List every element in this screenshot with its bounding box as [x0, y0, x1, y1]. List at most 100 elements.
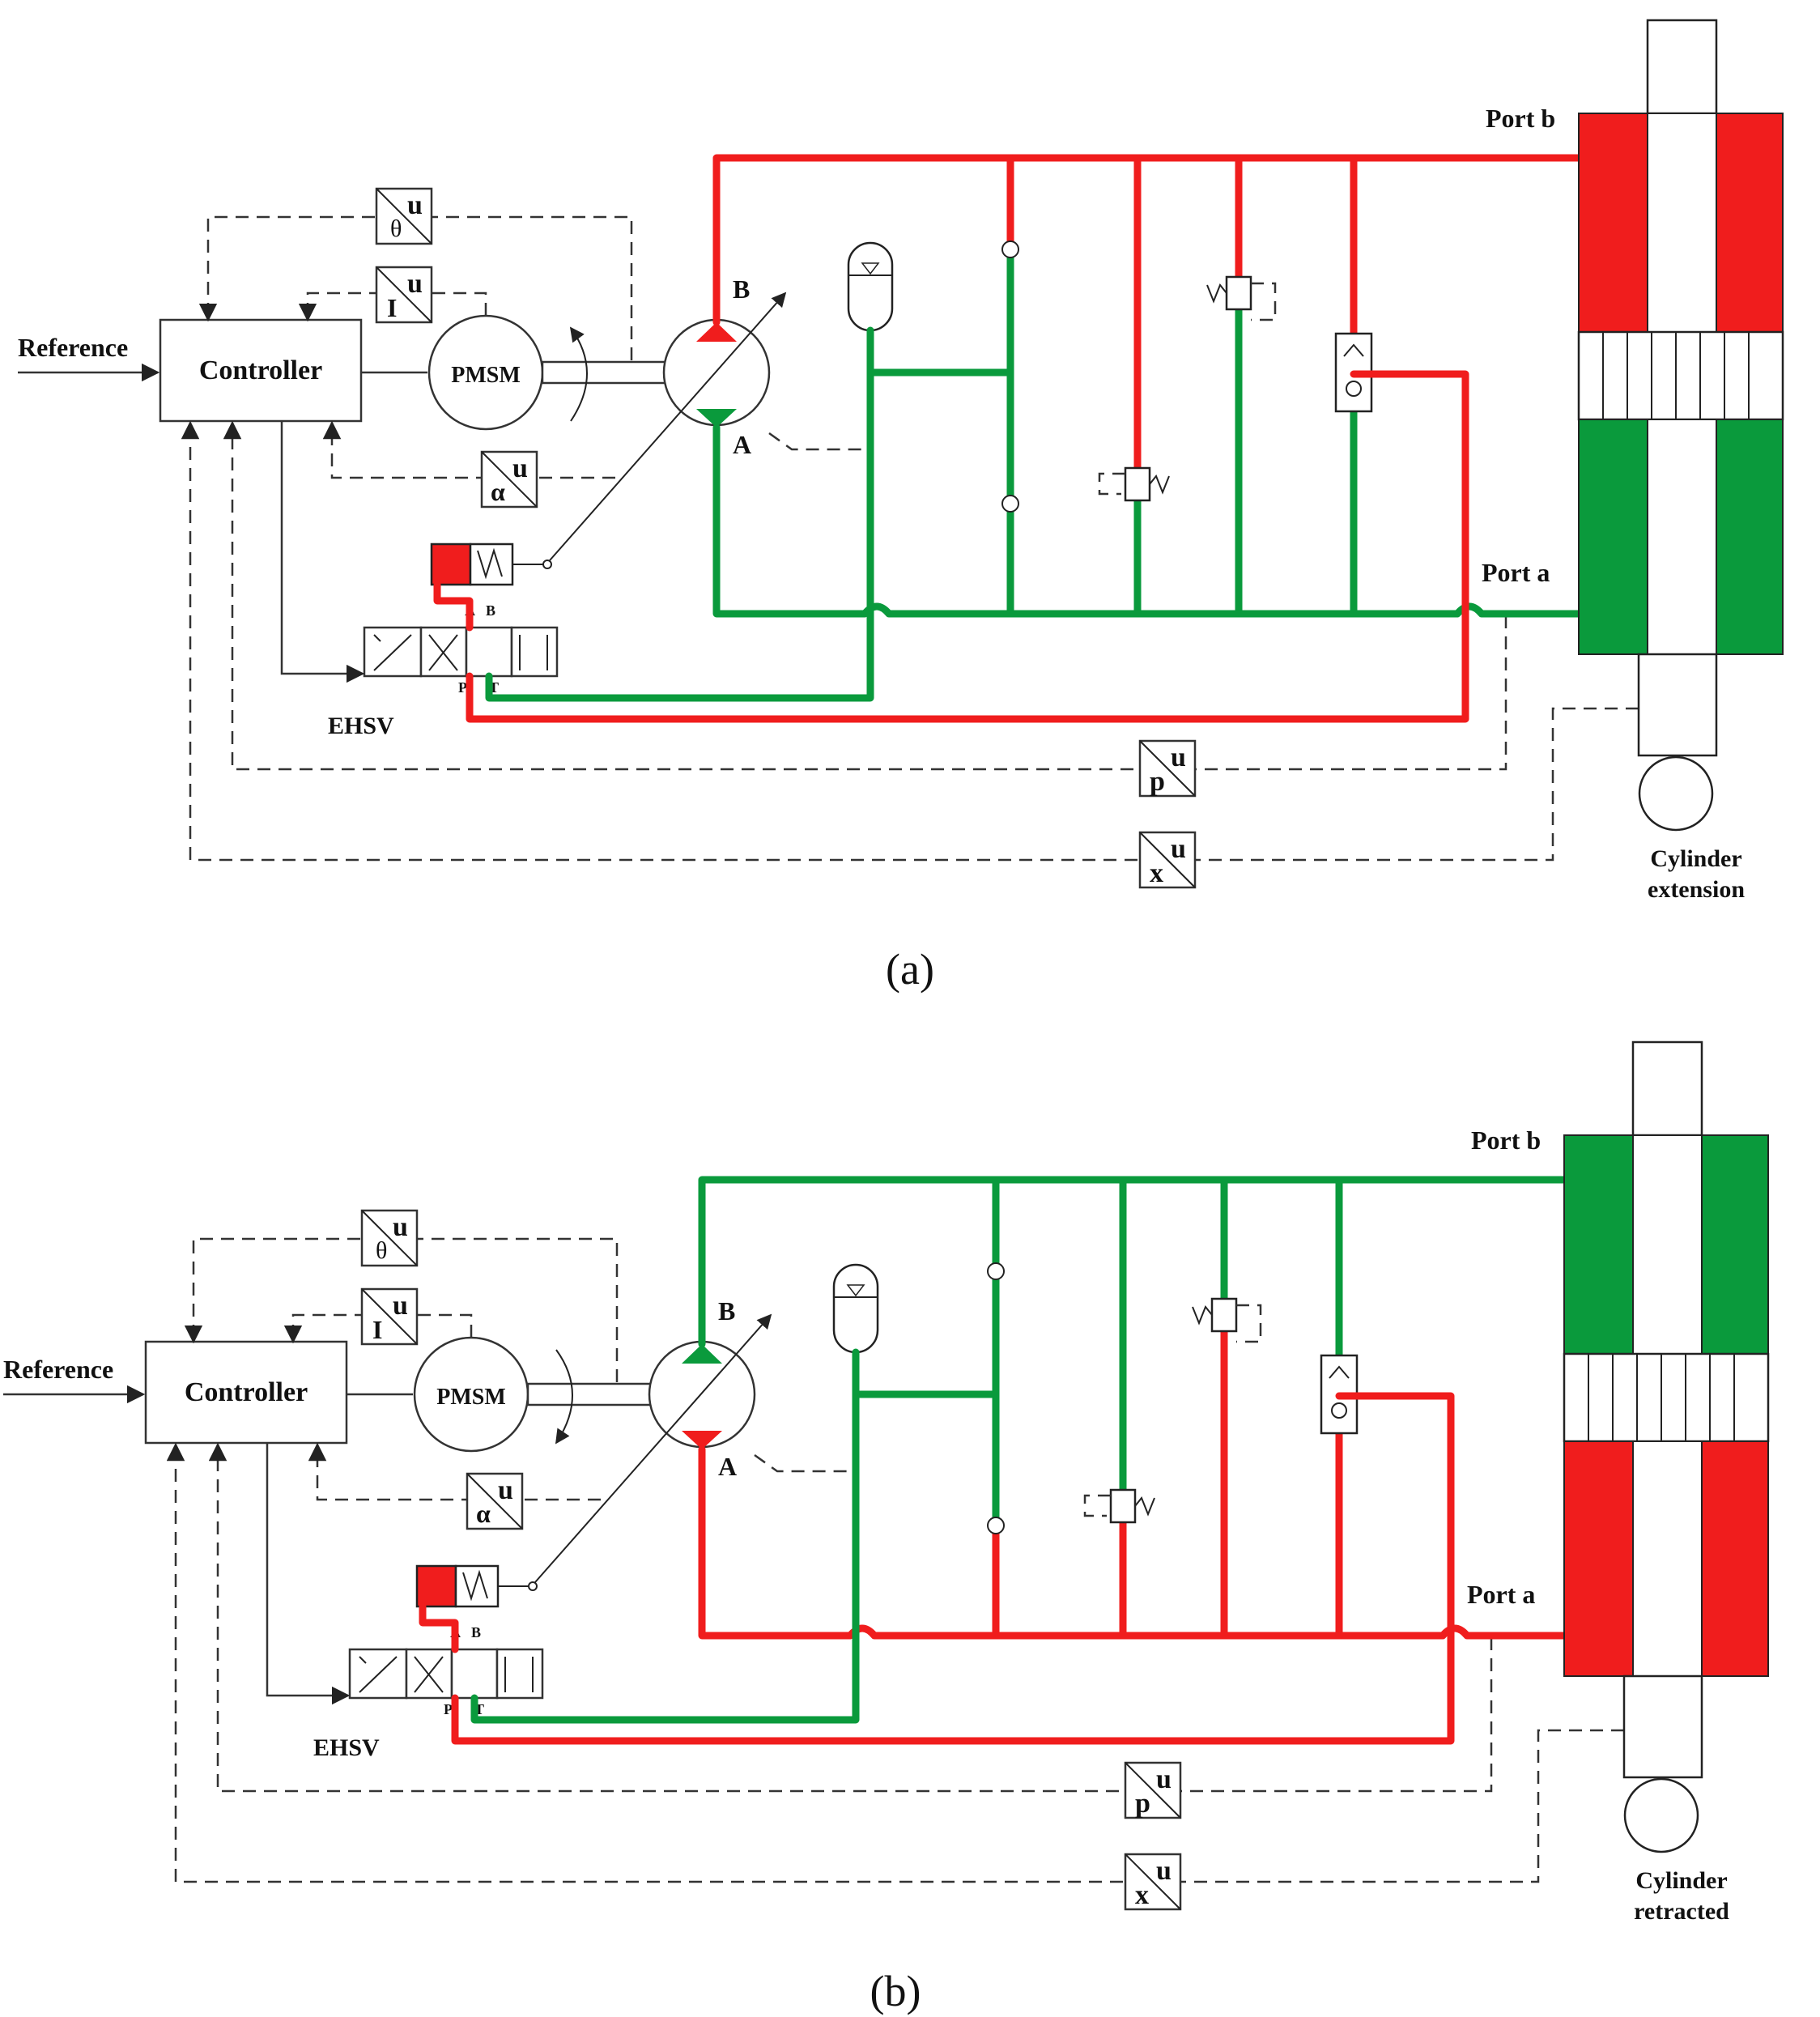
shuttle-arrow-icon [1343, 343, 1364, 357]
relief-pilot-2 [1251, 282, 1277, 321]
swash-actuator-spring-chamber [469, 543, 514, 586]
reference-label: Reference [18, 333, 128, 362]
relief-valve-1 [1124, 466, 1151, 502]
solenoid-icon [359, 1656, 398, 1693]
check-valve-upper-icon [987, 1262, 1005, 1280]
line-port-b-manifold [698, 1176, 1568, 1348]
position-sensor-superscript: u [1156, 1856, 1172, 1886]
current-sensor-superscript: u [393, 1291, 408, 1321]
valve-parallel-icon [504, 1657, 534, 1692]
line-port-a-left [712, 423, 869, 618]
port-b-label: Port b [1486, 104, 1555, 133]
alpha-sensor-symbol: α [476, 1499, 491, 1528]
pump-port-a-triangle [696, 409, 737, 428]
cylinder-piston [1577, 330, 1784, 421]
theta-feedback-line [198, 215, 633, 360]
motor-shaft [541, 360, 667, 385]
cylinder-state-line2: retracted [1634, 1898, 1729, 1925]
panel-b: Reference Controller PMSM B A [3, 1040, 1770, 2015]
pressure-sensor-symbol: p [1150, 767, 1165, 797]
position-feedback-line [181, 420, 1639, 862]
line-port-a-mid [861, 602, 1461, 618]
cylinder-rod-lower [1647, 419, 1717, 655]
position-sensor-symbol: x [1150, 858, 1163, 888]
shuttle-ball-icon [1331, 1402, 1347, 1419]
accumulator [847, 241, 894, 332]
pump-angle-tap [754, 1453, 850, 1473]
pump-port-b-label: B [733, 274, 750, 304]
actuator-spring-icon [462, 1569, 488, 1602]
cylinder-state-line1: Cylinder [1650, 845, 1741, 872]
pmsm-label: PMSM [436, 1385, 506, 1410]
cylinder-rod-bottom [1637, 653, 1718, 757]
check-valve-lower-icon [1001, 495, 1019, 513]
port-b-label: Port b [1471, 1126, 1541, 1155]
valve-port-p-label: P [444, 1701, 453, 1717]
accumulator-gas-icon [846, 1284, 865, 1297]
piston-seal-icon [1602, 332, 1750, 419]
controller-label: Controller [185, 1377, 308, 1407]
rotation-arrow-icon [569, 326, 588, 422]
position-sensor: x u [1138, 831, 1197, 889]
motor-shaft [526, 1382, 653, 1406]
shuttle-arrow-icon [1329, 1365, 1350, 1379]
pressure-sensor-superscript: u [1171, 743, 1186, 772]
line-port-a-left [698, 1445, 854, 1640]
position-feedback-line [166, 1442, 1624, 1883]
line-accumulator-tank [479, 1348, 860, 1724]
theta-sensor-symbol: θ [376, 1237, 387, 1264]
alpha-sensor-superscript: u [512, 453, 528, 483]
relief-spring-2-icon [1206, 283, 1227, 304]
position-sensor-superscript: u [1171, 834, 1186, 864]
cylinder-load-eye [1623, 1777, 1699, 1853]
pump-port-b-triangle [696, 322, 737, 342]
cylinder-rod-lower [1632, 1440, 1703, 1677]
line-port-a-right [1453, 602, 1583, 618]
reference-label: Reference [3, 1355, 113, 1384]
controller-label: Controller [199, 355, 322, 385]
cylinder-rod-upper [1647, 113, 1717, 333]
cylinder-rod-top [1646, 19, 1718, 115]
check-valve-upper-icon [1001, 240, 1019, 258]
theta-sensor-superscript: u [407, 190, 423, 220]
line-port-a-mid [846, 1624, 1447, 1640]
ehsv-position-2 [465, 626, 513, 678]
alpha-feedback-line [308, 1442, 601, 1501]
cylinder-rod-upper [1632, 1134, 1703, 1355]
alpha-sensor: α u [466, 1472, 524, 1530]
panel-a: Reference Controller PMSM B A [18, 19, 1784, 994]
relief-pilot-2 [1236, 1304, 1262, 1343]
relief-valve-1 [1109, 1488, 1137, 1524]
relief-valve-2 [1225, 275, 1252, 311]
ehsv-position-2 [450, 1648, 499, 1700]
line-ehsv-actuator [433, 581, 474, 632]
ehsv-label: EHSV [328, 713, 394, 739]
controller-block [144, 1340, 348, 1445]
ehsv-position-3 [495, 1648, 544, 1700]
line-accumulator-tank [494, 326, 874, 702]
valve-parallel-icon [519, 635, 548, 670]
pump-port-a-label: A [733, 430, 751, 459]
swashplate-arrow [543, 291, 787, 568]
theta-feedback-line [184, 1237, 619, 1382]
cylinder-state-line1: Cylinder [1635, 1867, 1727, 1894]
line-ehsv-tank [470, 1694, 487, 1724]
line-shuttle-to-ehsv [466, 370, 1469, 723]
line-shuttle-to-ehsv [451, 1392, 1455, 1745]
pressure-sensor: p u [1124, 1761, 1182, 1819]
swash-rod-end [542, 560, 552, 569]
port-a-label: Port a [1482, 558, 1550, 587]
position-sensor: x u [1124, 1853, 1182, 1911]
current-sensor-symbol: I [387, 293, 397, 322]
current-sensor: I u [375, 266, 433, 324]
alpha-sensor: α u [480, 450, 538, 509]
pmsm-label: PMSM [451, 363, 521, 388]
relief-pilot-1 [1098, 472, 1125, 496]
position-sensor-symbol: x [1135, 1880, 1149, 1910]
shuttle-ball-icon [1346, 381, 1362, 397]
cylinder-load-eye [1638, 755, 1714, 832]
pressure-sensor: p u [1138, 739, 1197, 798]
theta-sensor: θ u [375, 187, 433, 245]
theta-sensor: θ u [360, 1209, 419, 1267]
